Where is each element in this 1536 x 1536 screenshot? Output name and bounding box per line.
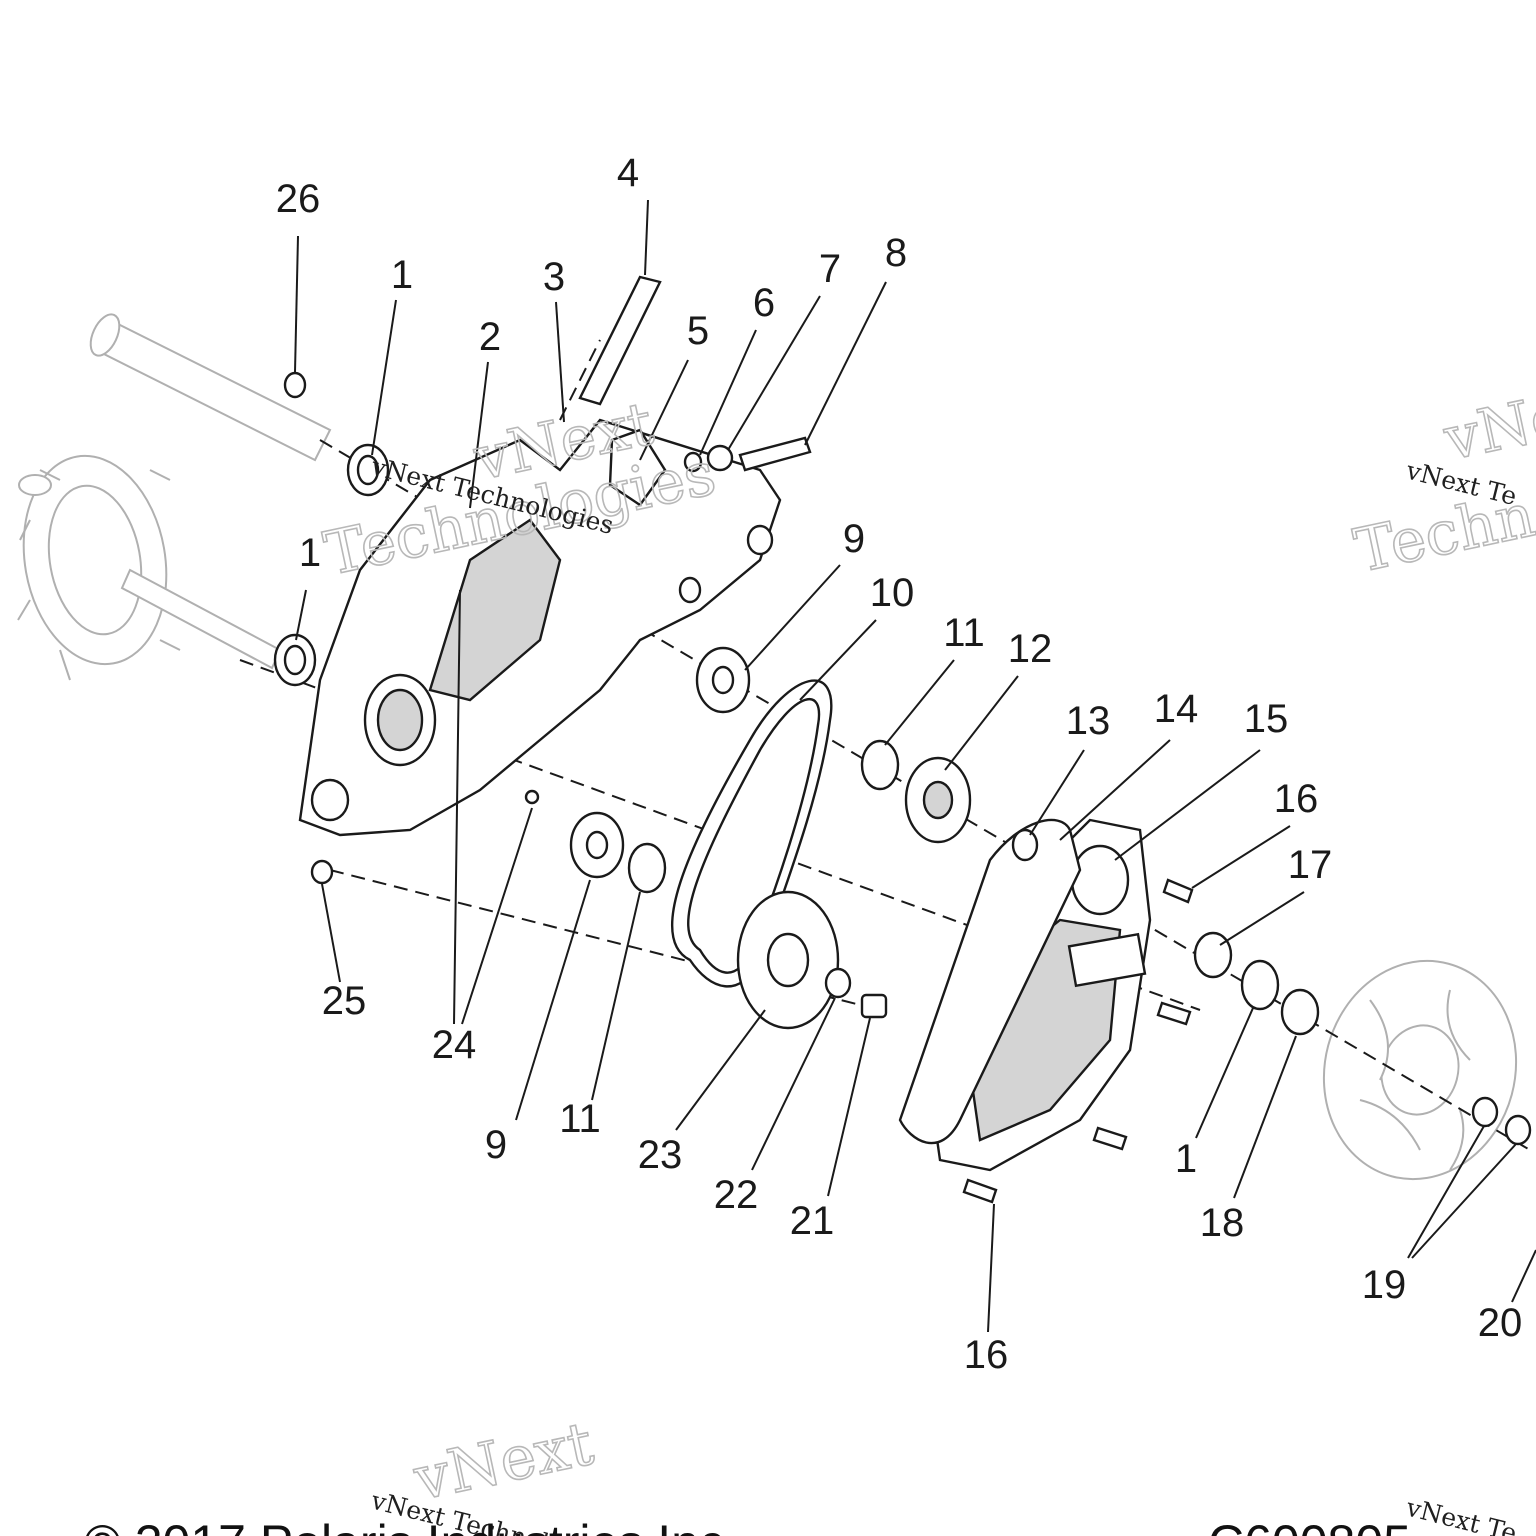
callout-7: 7 <box>819 247 841 291</box>
watermark-text: vNext <box>408 1409 599 1515</box>
callout-26: 26 <box>276 177 321 221</box>
callout-1: 1 <box>299 531 321 575</box>
watermark-text: vNext <box>1438 369 1536 475</box>
drive-shaft-ghost <box>89 313 332 462</box>
callout-16: 16 <box>964 1333 1009 1377</box>
callout-1: 1 <box>1175 1137 1197 1181</box>
drawing-number: C600805 <box>1208 1515 1411 1536</box>
callout-11: 11 <box>943 611 985 655</box>
sprocket-part-12 <box>904 756 972 844</box>
callout-9: 9 <box>843 517 865 561</box>
callout-23: 23 <box>638 1133 683 1177</box>
callout-20: 20 <box>1478 1301 1523 1345</box>
callout-15: 15 <box>1244 697 1289 741</box>
callout-22: 22 <box>714 1173 759 1217</box>
callout-11: 11 <box>559 1097 601 1141</box>
callout-5: 5 <box>687 309 709 353</box>
callout-17: 17 <box>1288 843 1333 887</box>
callout-2: 2 <box>479 315 501 359</box>
callout-16: 16 <box>1274 777 1319 821</box>
callout-25: 25 <box>322 979 367 1023</box>
footer: © 2017 Polaris Industries Inc. C600805 <box>84 1515 1411 1536</box>
watermark-small-text: vNext Te <box>1403 1492 1520 1536</box>
callout-8: 8 <box>885 231 907 275</box>
drive-sprocket-wheel-ghost <box>17 454 282 681</box>
brake-rotor-ghost <box>1322 959 1518 1181</box>
copyright-text: © 2017 Polaris Industries Inc. <box>84 1515 738 1536</box>
callout-6: 6 <box>753 281 775 325</box>
callout-18: 18 <box>1200 1201 1245 1245</box>
callout-4: 4 <box>617 151 639 195</box>
small-parts <box>273 275 1532 1204</box>
callout-1: 1 <box>391 253 413 297</box>
callout-9: 9 <box>485 1123 507 1167</box>
chaincase-housing <box>298 418 782 837</box>
sprocket-part-23 <box>736 890 840 1030</box>
callout-24: 24 <box>432 1023 477 1067</box>
callout-10: 10 <box>870 571 915 615</box>
chaincase-cover-part-15 <box>898 818 1152 1172</box>
callout-21: 21 <box>790 1199 835 1243</box>
callout-14: 14 <box>1154 687 1199 731</box>
callout-13: 13 <box>1066 699 1111 743</box>
leader-lines <box>294 199 1536 1333</box>
callout-3: 3 <box>543 255 565 299</box>
callout-19: 19 <box>1362 1263 1407 1307</box>
callout-12: 12 <box>1008 627 1053 671</box>
